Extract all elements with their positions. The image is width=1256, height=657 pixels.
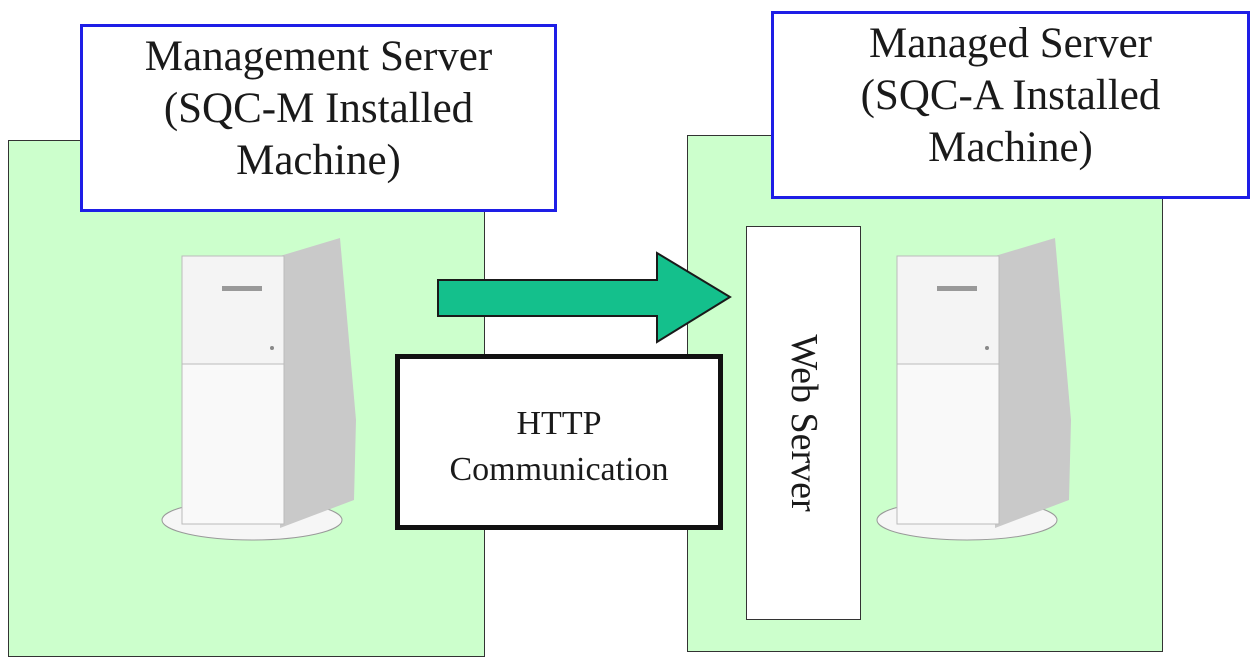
web-server-box: Web Server [746,226,861,620]
server-tower-icon [161,238,356,541]
http-communication-box: HTTP Communication [395,354,723,530]
managed-server-title-line3: Machine) [928,124,1093,171]
web-server-label: Web Server [782,334,825,512]
management-server-title-line2: (SQC-M Installed [163,85,474,132]
management-server-title-box: Management Server (SQC-M Installed Machi… [80,24,557,212]
management-server-title-line1: Management Server [144,33,493,80]
http-communication-line1: HTTP [516,405,602,442]
server-tower-icon [876,238,1071,541]
managed-server-title-line1: Managed Server [869,20,1152,67]
http-communication-line2: Communication [449,451,669,488]
management-server-title-line3: Machine) [236,137,401,184]
managed-server-title-box: Managed Server (SQC-A Installed Machine) [771,11,1250,199]
managed-server-title-line2: (SQC-A Installed [860,72,1161,119]
http-request-arrow [437,251,732,344]
